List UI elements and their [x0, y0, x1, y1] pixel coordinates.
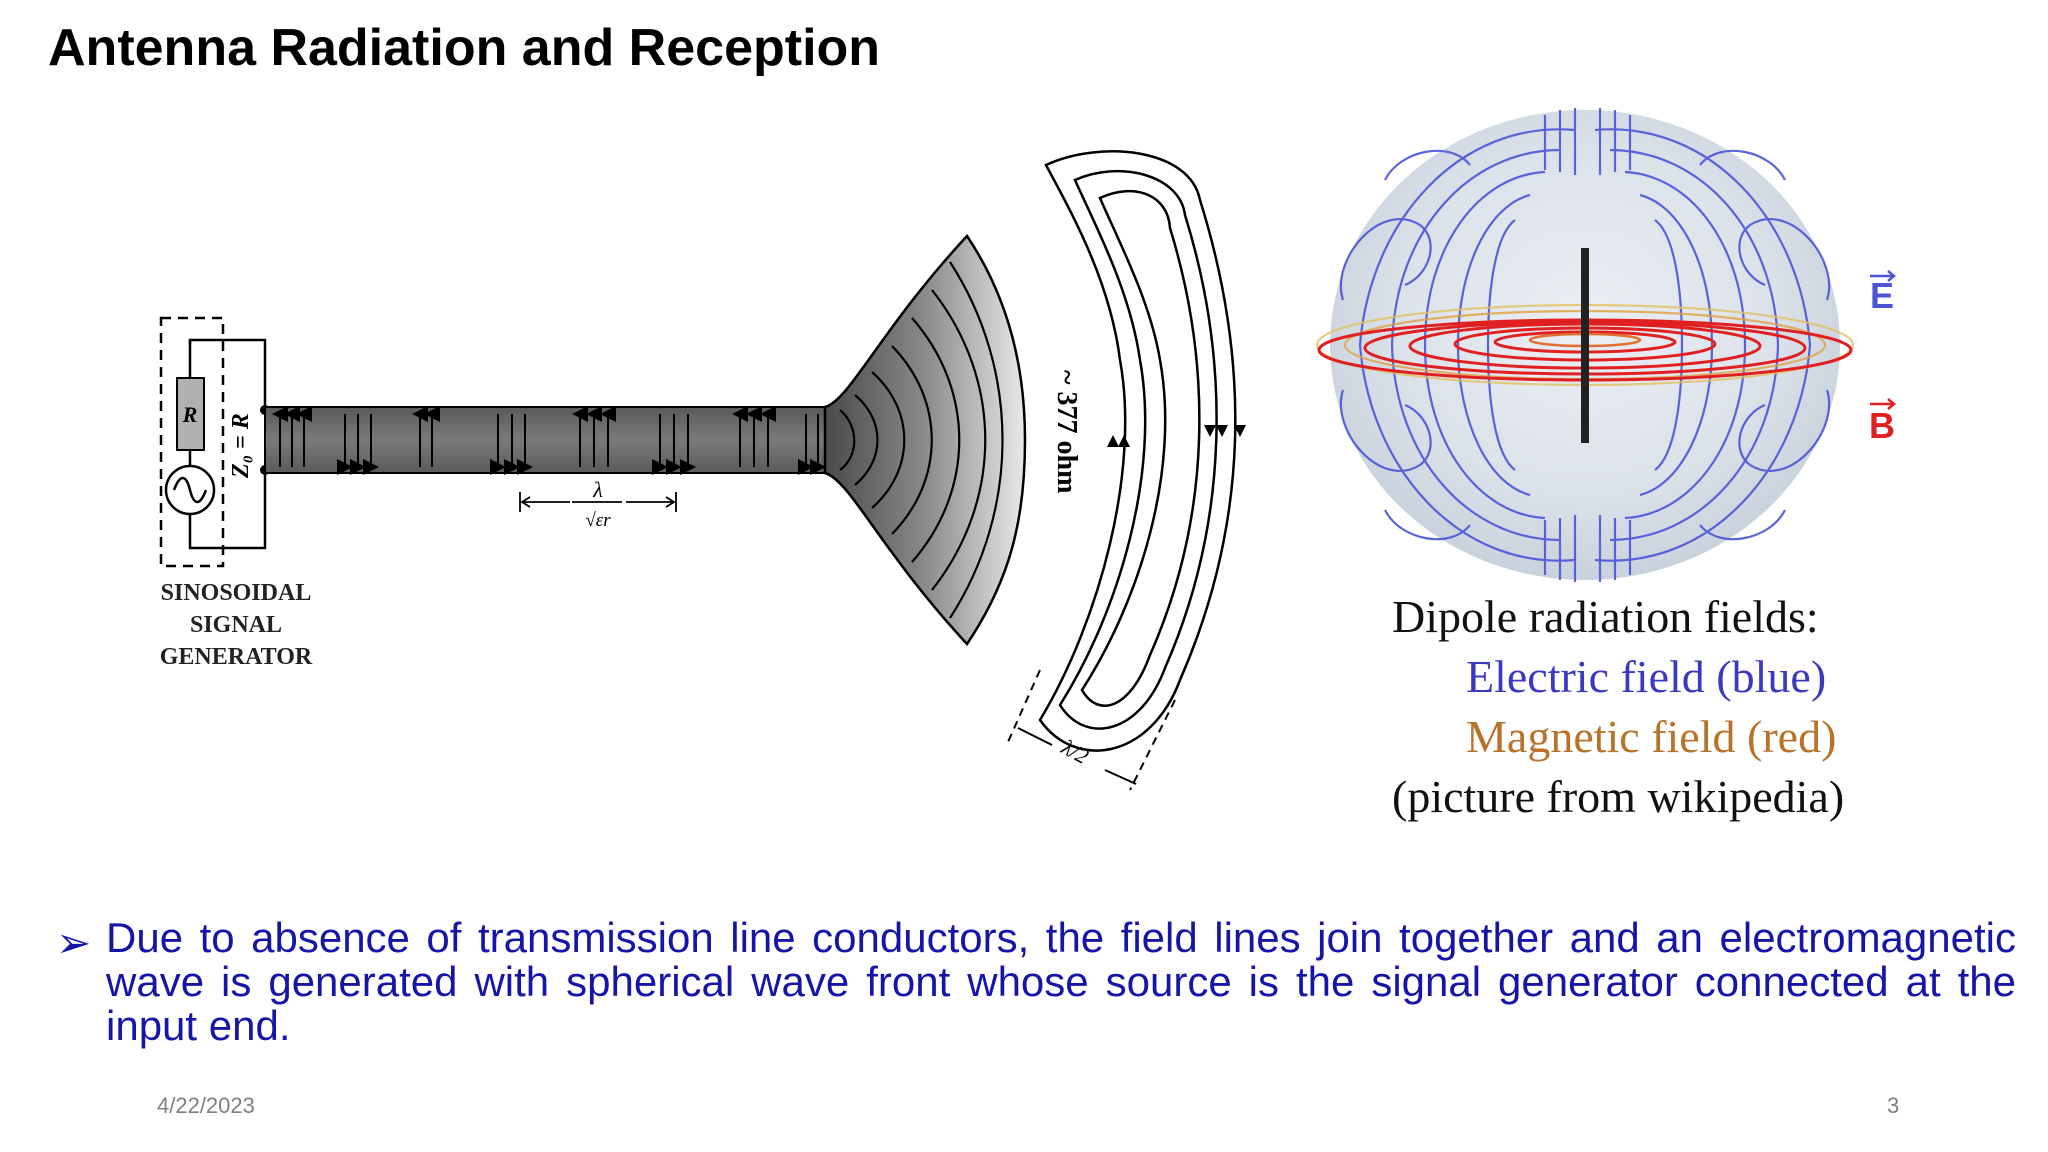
electric-field-lines: [1339, 108, 1831, 582]
free-space-impedance-label: ~ 377 ohm: [1051, 370, 1082, 493]
antenna-diagram: R Z₀ = R: [159, 108, 1896, 822]
page-number: 3: [1887, 1093, 1900, 1118]
bullet-arrow-icon: ➢: [56, 919, 92, 966]
slide-title: Antenna Radiation and Reception: [48, 19, 881, 77]
wavelength-marker: [519, 492, 677, 512]
generator-box: [159, 316, 225, 568]
b-vector-arrow-icon: [1870, 398, 1896, 410]
half-wavelength-marker: [1007, 669, 1176, 791]
free-space-arrows: [1107, 425, 1246, 447]
line-field-arrows: [272, 406, 826, 475]
generator-caption-line3: GENERATOR: [160, 644, 313, 670]
sine-wave-icon: [172, 476, 208, 504]
footer-date: 4/22/2023: [157, 1093, 255, 1118]
body-paragraph: Due to absence of transmission line cond…: [106, 914, 2016, 1049]
antenna-horn: [823, 233, 1027, 647]
resistor-label: R: [182, 402, 198, 427]
dipole-antenna: [1581, 248, 1589, 443]
dipole-field-figure: E B Dipole radiation fields: Electric fi…: [1315, 108, 1896, 822]
wavelength-denominator: √εr: [585, 510, 611, 531]
dipole-caption-source: (picture from wikipedia): [1392, 771, 1844, 822]
impedance-label: Z₀ = R: [228, 413, 254, 479]
e-vector-arrow-icon: [1870, 270, 1896, 282]
resistor: [176, 377, 205, 451]
e-field-label: E: [1870, 275, 1894, 316]
free-space-wave-loops: [1038, 150, 1237, 752]
generator-wire-bottom: [188, 470, 267, 550]
generator-caption-line1: SINOSOIDAL: [161, 580, 312, 606]
dipole-caption-electric: Electric field (blue): [1466, 651, 1826, 702]
dipole-caption-magnetic: Magnetic field (red): [1466, 711, 1836, 762]
wavelength-numerator: λ: [592, 477, 603, 502]
dipole-caption-title: Dipole radiation fields:: [1392, 591, 1819, 642]
b-field-label: B: [1869, 405, 1895, 446]
horn-field-lines: [839, 261, 1004, 619]
half-wavelength-label: λ/2: [1057, 734, 1093, 769]
generator-caption-line2: SIGNAL: [190, 612, 282, 638]
transmission-line-figure: R Z₀ = R: [159, 150, 1246, 791]
